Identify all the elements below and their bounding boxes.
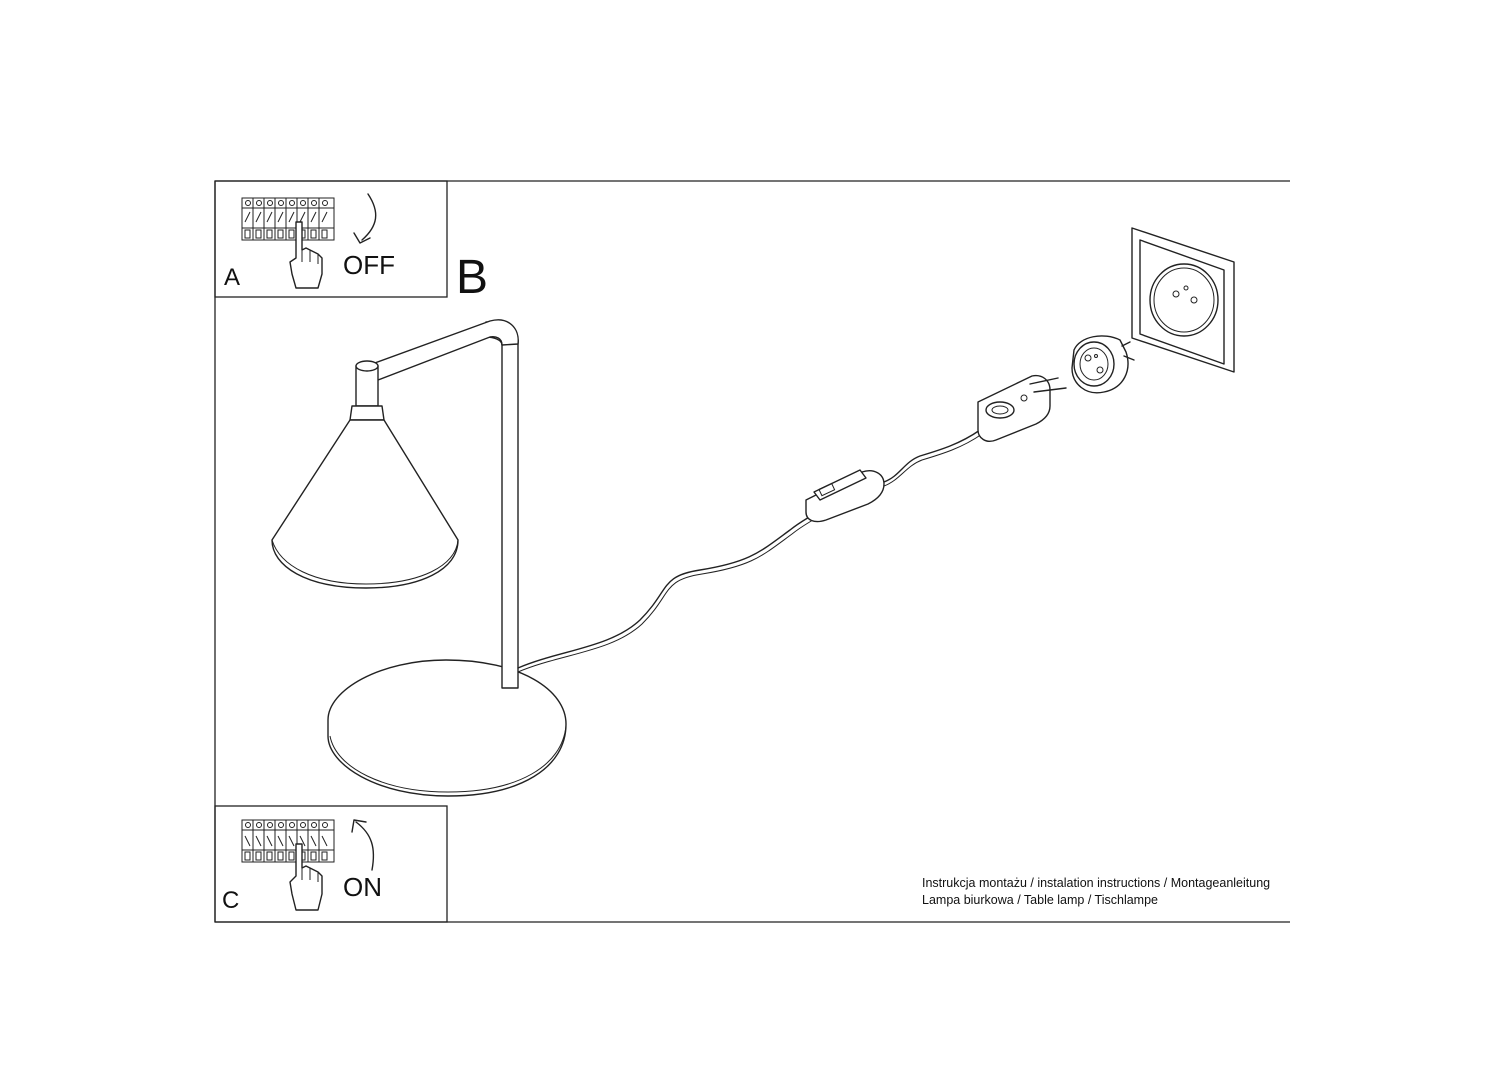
- hand-pointer-icon: [289, 843, 323, 911]
- hand-pointer-icon: [289, 221, 323, 289]
- wall-socket: [1131, 227, 1235, 373]
- step-a-panel: A OFF: [214, 180, 448, 298]
- table-lamp-illustration: [271, 319, 983, 797]
- step-c-state-label: ON: [343, 872, 382, 902]
- circuit-breaker-icon: [241, 819, 335, 863]
- step-b-letter: B: [456, 251, 488, 304]
- step-c-panel: C ON: [214, 805, 448, 923]
- step-a-letter: A: [224, 264, 240, 291]
- curved-arrow-up-icon: [351, 819, 375, 871]
- step-a-state-label: OFF: [343, 250, 395, 280]
- caption-block: Instrukcja montażu / instalation instruc…: [922, 875, 1270, 909]
- lamp-base: [327, 659, 567, 797]
- lamp-shade: [271, 419, 459, 589]
- circuit-breaker-icon: [241, 197, 335, 241]
- lamp-joint: [355, 365, 379, 407]
- power-plug: [977, 374, 1067, 442]
- curved-arrow-down-icon: [353, 193, 377, 244]
- inline-switch: [805, 469, 885, 523]
- step-c-letter: C: [222, 887, 239, 914]
- caption-line-2: Lampa biurkowa / Table lamp / Tischlampe: [922, 893, 1158, 907]
- caption-line-1: Instrukcja montażu / instalation instruc…: [922, 876, 1271, 890]
- plug-adapter: [1071, 335, 1135, 394]
- power-cable: [517, 513, 815, 669]
- lamp-pole: [501, 339, 519, 689]
- lamp-arm: [371, 319, 519, 381]
